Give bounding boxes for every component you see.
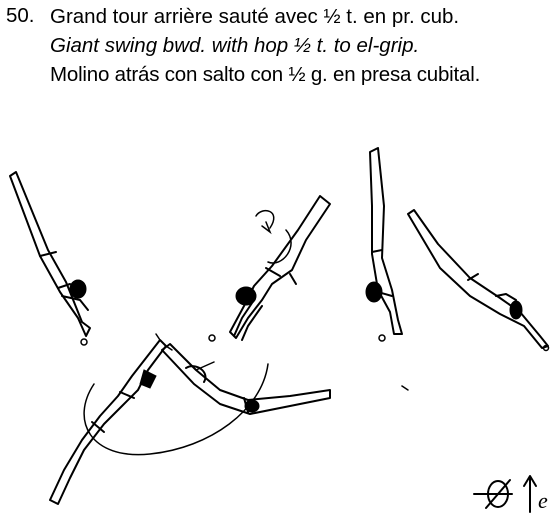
element-symbol-suffix: e <box>538 488 548 514</box>
gymnast-figure-5 <box>50 334 268 504</box>
gymnast-figure-1 <box>10 172 90 345</box>
gymnast-figure-2 <box>209 196 330 341</box>
gymnast-figure-4 <box>408 210 549 351</box>
element-symbol <box>474 476 536 512</box>
gymnast-figure-6 <box>162 344 408 414</box>
gymnast-figure-3 <box>366 148 402 341</box>
